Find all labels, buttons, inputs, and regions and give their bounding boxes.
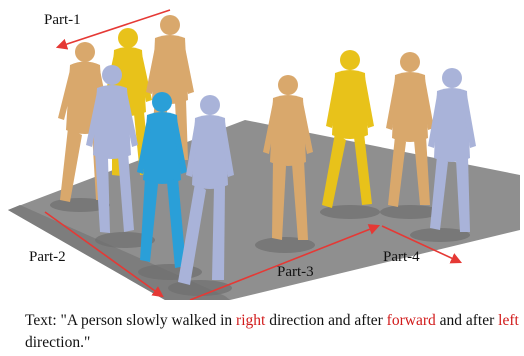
figure-lavender-2 xyxy=(178,95,234,285)
label-part-2: Part-2 xyxy=(29,249,66,265)
caption-segment: direction and after xyxy=(265,312,387,329)
label-part-1: Part-1 xyxy=(44,12,81,28)
caption-highlight-word: forward xyxy=(386,312,436,329)
motion-illustration: Part-1 Part-2 Part-3 Part-4 xyxy=(8,9,520,301)
label-part-4: Part-4 xyxy=(383,249,420,265)
figure-tan-3 xyxy=(263,75,313,240)
arrow-part-4 xyxy=(381,225,463,264)
figure-lavender-3 xyxy=(428,68,476,232)
figure-tan-4 xyxy=(386,52,434,207)
figure-blue xyxy=(137,92,187,268)
figure-yellow-2 xyxy=(322,50,374,208)
caption-segment: Text: "A person slowly walked in xyxy=(25,312,237,329)
caption-segment: direction." xyxy=(25,334,91,351)
figure-lavender-1 xyxy=(86,65,138,233)
figure-shadows xyxy=(50,198,470,296)
caption-highlight-word: right xyxy=(236,312,266,329)
scene-svg xyxy=(8,9,520,301)
label-part-3: Part-3 xyxy=(277,264,314,280)
caption-highlight-word: left xyxy=(498,312,519,329)
arrow-part-1 xyxy=(55,9,171,50)
arrow-part-3 xyxy=(189,224,381,301)
arrow-part-2 xyxy=(44,211,164,298)
caption-segment: and after xyxy=(435,312,499,329)
floor-plane xyxy=(8,120,520,300)
caption-text: Text: "A person slowly walked in right d… xyxy=(25,310,520,354)
